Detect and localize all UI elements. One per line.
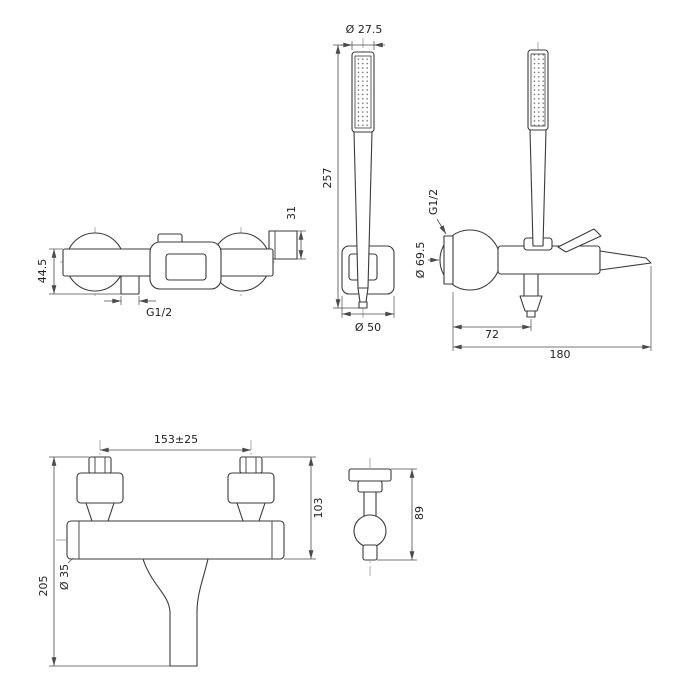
dim-outlet-offset-label: 72: [485, 328, 499, 341]
right-valve-body: [227, 472, 275, 504]
wall-bracket: [268, 230, 298, 260]
dim-holder-diameter: Ø 50: [341, 296, 395, 334]
dim-body-diameter-label: Ø 35: [58, 564, 71, 590]
view-handshower-front: Ø 27.5 257 Ø 50: [321, 23, 395, 334]
outlet-nipple: [120, 275, 140, 295]
dim-head-diameter-label: Ø 27.5: [346, 23, 383, 36]
view-shower-mixer-front: 44.5 G1/2 31: [36, 206, 306, 319]
spray-face: [354, 55, 372, 129]
wall-plate-profile: [443, 235, 454, 285]
left-valve-neck: [85, 502, 115, 522]
dim-handshower-length: 257: [321, 44, 359, 309]
dim-valve-side-height: 89: [377, 468, 426, 561]
dim-bracket-height: 31: [285, 206, 306, 260]
check-valve: [519, 295, 543, 312]
dim-escutcheon-diameter-label: Ø 69.5: [414, 242, 427, 279]
dim-body-diameter: Ø 35: [58, 557, 74, 590]
outlet-tip: [526, 310, 536, 318]
dim-handshower-length-label: 257: [321, 168, 334, 189]
escutcheon-side: [357, 480, 383, 493]
knob-side: [348, 468, 392, 482]
right-valve-neck: [236, 502, 266, 522]
spout: [142, 558, 209, 667]
spray-face-side: [530, 53, 546, 127]
dim-outlet-thread-label: G1/2: [146, 306, 172, 319]
left-valve-body: [76, 472, 124, 504]
dim-mixer-height: 44.5: [36, 248, 121, 295]
left-knob: [88, 456, 112, 474]
lever-handle: [557, 228, 602, 253]
dim-total-depth-label: 180: [550, 348, 571, 361]
view-valve-side: 89: [348, 458, 426, 576]
valve-tail: [362, 544, 378, 561]
dim-valve-side-height-label: 89: [413, 506, 426, 520]
view-bath-mixer-front: 153±25 205 Ø 35 103: [37, 433, 325, 667]
dim-outlet-offset: 72: [452, 292, 532, 341]
dim-body-height: 103: [262, 456, 325, 560]
handshower-handle-side: [529, 129, 547, 247]
dim-outlet-thread: G1/2: [104, 296, 172, 319]
dim-height-total: 205: [37, 456, 170, 667]
dim-body-height-label: 103: [312, 498, 325, 519]
valve-stem: [363, 491, 377, 517]
valve-body-side: [353, 514, 387, 548]
dim-escutcheon-diameter: Ø 69.5: [414, 242, 439, 279]
dim-side-thread-label: G1/2: [427, 189, 440, 215]
dim-valve-centers-label: 153±25: [154, 433, 198, 446]
dim-valve-centers: 153±25: [100, 433, 251, 453]
right-knob: [239, 456, 263, 474]
hose-outlet: [523, 273, 539, 297]
dim-holder-diameter-label: Ø 50: [355, 321, 381, 334]
cartridge-face: [165, 253, 207, 281]
hose-nut: [358, 301, 368, 309]
dim-bracket-height-label: 31: [285, 206, 298, 220]
dim-total-depth: 180: [452, 266, 652, 361]
dim-mixer-height-label: 44.5: [36, 259, 49, 284]
dim-height-total-label: 205: [37, 576, 50, 597]
dim-side-thread: G1/2: [427, 189, 447, 235]
mixer-body-bar: [66, 520, 285, 560]
spout-side: [599, 250, 652, 271]
handshower-cone: [357, 287, 369, 303]
view-mixer-side: G1/2 Ø 69.5 72 180: [414, 42, 652, 361]
